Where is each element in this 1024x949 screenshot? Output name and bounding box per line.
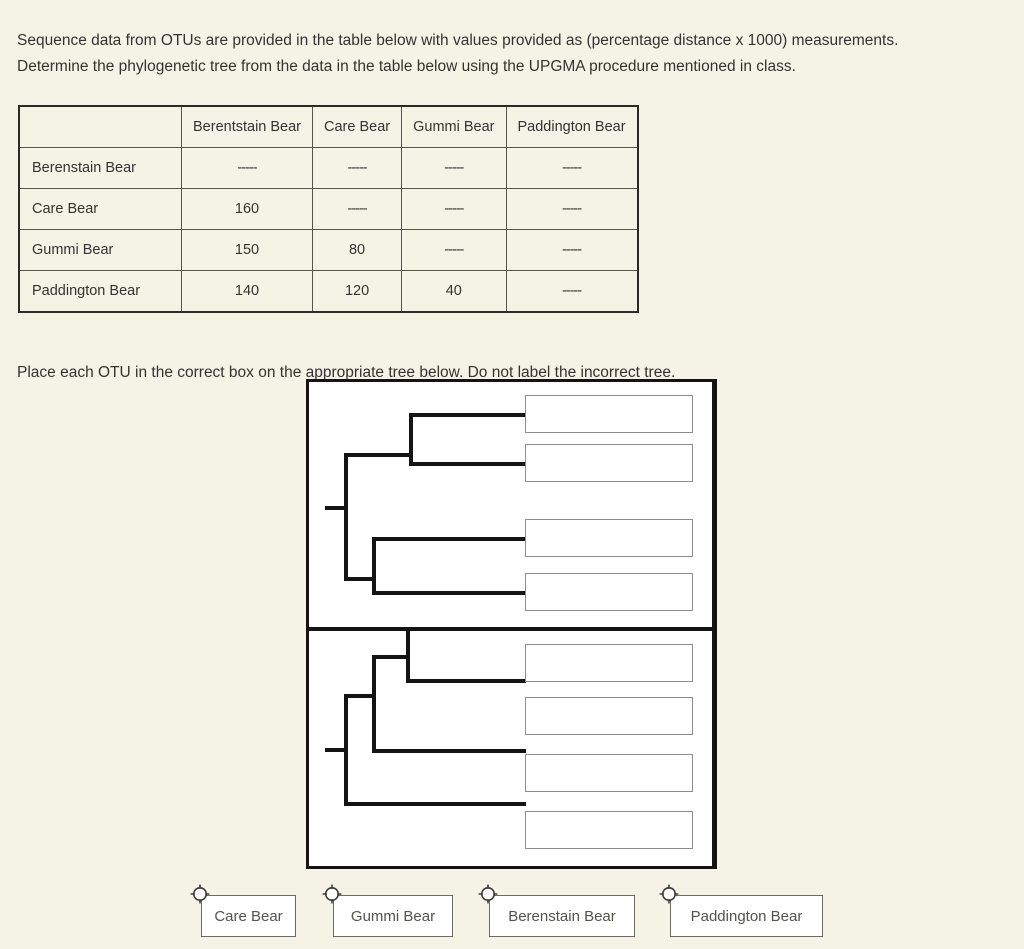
matrix-cell-2-1: 80: [312, 229, 403, 271]
chip-label: Care Bear: [214, 907, 283, 925]
matrix-row-header-1: Care Bear: [18, 188, 182, 230]
matrix-header: Berentstain Bear Care Bear Gummi Bear Pa…: [18, 105, 639, 148]
tree-bottom-drop-box-1[interactable]: [525, 644, 693, 682]
tree-top-drop-box-4[interactable]: [525, 573, 693, 611]
tree-bottom-leaf-4-branch: [344, 802, 526, 806]
tree-bottom-node2-vertical: [372, 655, 376, 753]
tree-bottom-drop-box-2[interactable]: [525, 697, 693, 735]
draggable-chip-paddington-bear[interactable]: Paddington Bear: [659, 884, 823, 937]
matrix-body: Berenstain Bear ----- ----- ----- ----- …: [18, 147, 639, 313]
matrix-value: -----: [561, 242, 582, 258]
draggable-chip-gummi-bear[interactable]: Gummi Bear: [322, 884, 453, 937]
tree-bottom-drop-box-4[interactable]: [525, 811, 693, 849]
matrix-cell-1-3: -----: [505, 188, 639, 230]
intro-paragraph: Sequence data from OTUs are provided in …: [17, 31, 899, 75]
tree-bottom-node3-vertical: [406, 631, 410, 683]
matrix-cell-2-3: -----: [505, 229, 639, 271]
table-row: Paddington Bear 140 120 40 -----: [18, 270, 639, 313]
tree-panel-bottom: [309, 631, 712, 866]
matrix-cell-3-2: 40: [401, 270, 507, 313]
matrix-cell-3-1: 120: [312, 270, 403, 313]
tree-top-upper-clade-branch: [344, 453, 412, 457]
tree-bottom-drop-box-3[interactable]: [525, 754, 693, 792]
chip-label: Gummi Bear: [350, 907, 436, 925]
tree-top-root-stem: [325, 506, 347, 510]
matrix-cell-1-0: 160: [180, 188, 314, 230]
tree-top-leaf-4-branch: [372, 591, 526, 595]
matrix-cell-1-1: -----: [312, 188, 403, 230]
draggable-chip-care-bear[interactable]: Care Bear: [190, 884, 296, 937]
matrix-cell-2-0: 150: [180, 229, 314, 271]
tree-top-leaf-3-branch: [372, 537, 526, 541]
tree-top-upper-clade-vertical: [409, 413, 413, 465]
matrix-value: -----: [444, 160, 464, 176]
matrix-col-header-0: Berentstain Bear: [180, 105, 314, 148]
matrix-col-header-2: Gummi Bear: [401, 105, 507, 148]
matrix-value: -----: [561, 160, 582, 176]
matrix-value: -----: [561, 201, 582, 217]
tree-top-leaf-2-branch: [409, 462, 526, 466]
drag-handle-icon[interactable]: [659, 884, 679, 904]
matrix-header-row: Berentstain Bear Care Bear Gummi Bear Pa…: [18, 105, 639, 148]
chip-label: Paddington Bear: [690, 907, 803, 925]
matrix-cell-0-0: -----: [180, 147, 314, 189]
matrix-cell-3-0: 140: [180, 270, 314, 313]
matrix-value: -----: [444, 242, 464, 258]
matrix-cell-0-1: -----: [312, 147, 403, 189]
matrix-cell-2-2: -----: [401, 229, 507, 271]
tree-bottom-root-vertical: [344, 694, 348, 805]
instruction-paragraph: Place each OTU in the correct box on the…: [17, 363, 676, 381]
tree-container: [306, 379, 715, 869]
tree-bottom-leaf-2-branch: [406, 679, 526, 683]
matrix-cell-0-2: -----: [401, 147, 507, 189]
matrix-col-header-1: Care Bear: [312, 105, 403, 148]
matrix-value: -----: [347, 201, 367, 217]
drag-handle-icon[interactable]: [478, 884, 498, 904]
matrix-row-header-3: Paddington Bear: [18, 270, 182, 313]
matrix-row-header-2: Gummi Bear: [18, 229, 182, 271]
matrix-cell-0-3: -----: [505, 147, 639, 189]
drag-handle-icon[interactable]: [322, 884, 342, 904]
distance-matrix-table: Berentstain Bear Care Bear Gummi Bear Pa…: [18, 105, 639, 313]
tree-top-root-vertical: [344, 453, 348, 581]
chip-label: Berenstain Bear: [508, 907, 616, 925]
matrix-row-header-0: Berenstain Bear: [18, 147, 182, 189]
matrix-value: -----: [561, 283, 582, 299]
table-row: Berenstain Bear ----- ----- ----- -----: [18, 147, 639, 189]
table-row: Gummi Bear 150 80 ----- -----: [18, 229, 639, 271]
distance-matrix-wrapper: Berentstain Bear Care Bear Gummi Bear Pa…: [18, 105, 639, 313]
matrix-cell-3-3: -----: [505, 270, 639, 313]
matrix-corner-cell: [18, 105, 182, 148]
tree-panel-top: [309, 382, 712, 631]
tree-bottom-node2-branch: [344, 694, 375, 698]
matrix-col-header-3: Paddington Bear: [505, 105, 639, 148]
matrix-value: -----: [347, 160, 367, 176]
tree-bottom-leaf-3-branch: [372, 749, 526, 753]
matrix-value: -----: [237, 160, 257, 176]
tree-top-drop-box-3[interactable]: [525, 519, 693, 557]
tree-top-lower-clade-vertical: [372, 537, 376, 595]
tree-top-leaf-1-branch: [409, 413, 526, 417]
tree-top-drop-box-1[interactable]: [525, 395, 693, 433]
table-row: Care Bear 160 ----- ----- -----: [18, 188, 639, 230]
draggable-chip-berenstain-bear[interactable]: Berenstain Bear: [478, 884, 635, 937]
matrix-value: -----: [444, 201, 464, 217]
tree-bottom-node3-branch: [372, 655, 409, 659]
tree-top-drop-box-2[interactable]: [525, 444, 693, 482]
tree-top-lower-clade-branch: [344, 577, 375, 581]
matrix-cell-1-2: -----: [401, 188, 507, 230]
tree-bottom-root-stem: [325, 748, 347, 752]
drag-handle-icon[interactable]: [190, 884, 210, 904]
